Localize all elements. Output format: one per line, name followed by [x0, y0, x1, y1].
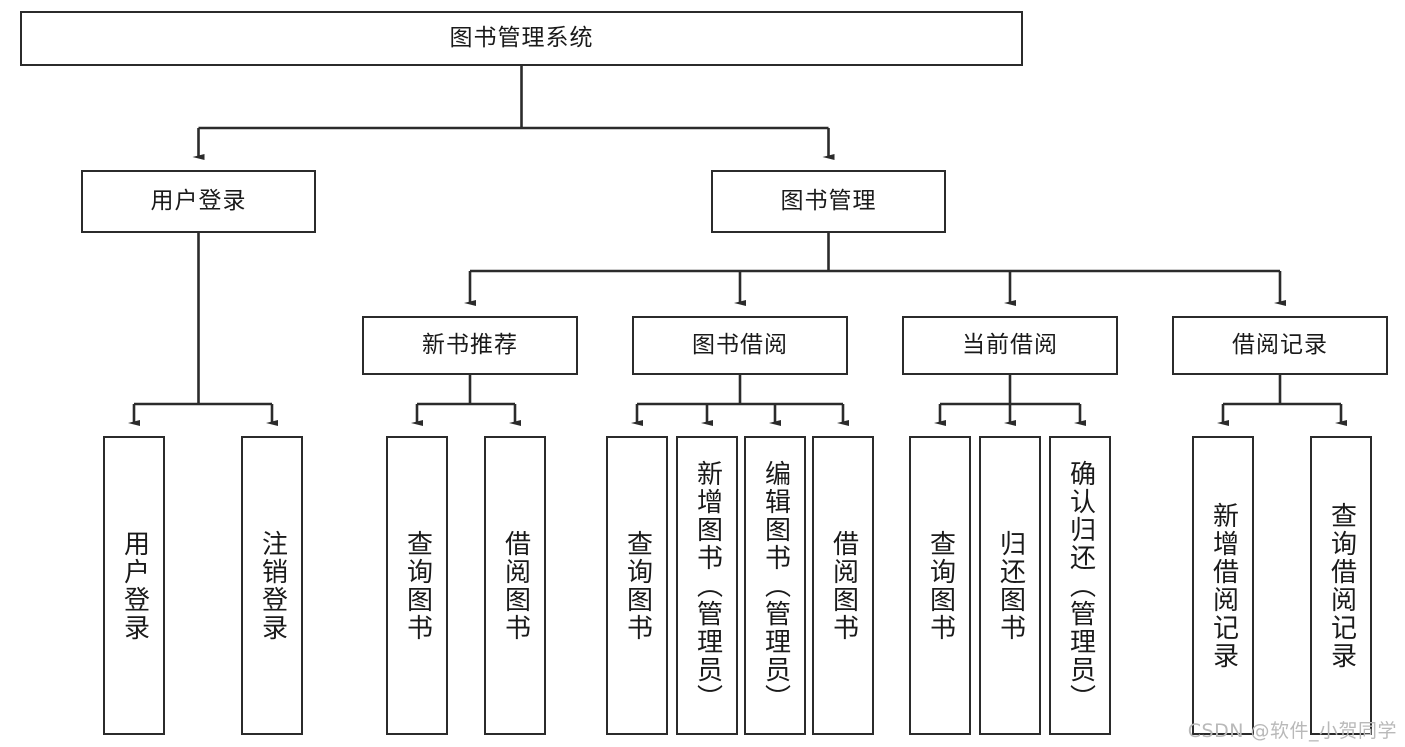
leaf-label: 查询借阅记录 [1326, 501, 1357, 670]
leaf-query-book-borrow[interactable]: 查询图书 [606, 436, 668, 735]
node-user-login[interactable]: 用户登录 [81, 170, 316, 233]
leaf-borrow-book-recommend[interactable]: 借阅图书 [484, 436, 546, 735]
node-label: 当前借阅 [962, 332, 1058, 358]
leaf-query-book-recommend[interactable]: 查询图书 [386, 436, 448, 735]
leaf-logout[interactable]: 注销登录 [241, 436, 303, 735]
node-root[interactable]: 图书管理系统 [20, 11, 1023, 66]
leaf-add-book-admin[interactable]: 新增图书（管理员） [676, 436, 738, 735]
leaf-label: 查询图书 [925, 529, 956, 642]
leaf-label: 注销登录 [257, 529, 288, 642]
leaf-query-book-current[interactable]: 查询图书 [909, 436, 971, 735]
leaf-label: 查询图书 [402, 529, 433, 642]
leaf-return-book[interactable]: 归还图书 [979, 436, 1041, 735]
node-label: 图书借阅 [692, 332, 788, 358]
leaf-label: 新增图书（管理员） [692, 459, 723, 712]
node-new-book-recommendation[interactable]: 新书推荐 [362, 316, 578, 375]
leaf-label: 归还图书 [995, 529, 1026, 642]
watermark: CSDN @软件_小贺同学 [1187, 720, 1397, 742]
leaf-edit-book-admin[interactable]: 编辑图书（管理员） [744, 436, 806, 735]
node-book-borrow[interactable]: 图书借阅 [632, 316, 848, 375]
leaf-label: 编辑图书（管理员） [760, 459, 791, 712]
leaf-label: 确认归还（管理员） [1065, 459, 1096, 712]
node-borrow-record[interactable]: 借阅记录 [1172, 316, 1388, 375]
leaf-user-login[interactable]: 用户登录 [103, 436, 165, 735]
leaf-borrow-book[interactable]: 借阅图书 [812, 436, 874, 735]
node-label: 图书管理 [780, 188, 877, 214]
leaf-label: 查询图书 [622, 529, 653, 642]
node-current-borrow[interactable]: 当前借阅 [902, 316, 1118, 375]
node-label: 图书管理系统 [449, 25, 594, 51]
leaf-label: 借阅图书 [500, 529, 531, 642]
node-label: 用户登录 [150, 188, 247, 214]
leaf-label: 借阅图书 [828, 529, 859, 642]
leaf-label: 新增借阅记录 [1208, 501, 1239, 670]
leaf-label: 用户登录 [119, 529, 150, 642]
node-book-management[interactable]: 图书管理 [711, 170, 946, 233]
node-label: 借阅记录 [1232, 332, 1328, 358]
leaf-add-borrow-record[interactable]: 新增借阅记录 [1192, 436, 1254, 735]
leaf-query-borrow-record[interactable]: 查询借阅记录 [1310, 436, 1372, 735]
node-label: 新书推荐 [422, 332, 518, 358]
leaf-confirm-return-admin[interactable]: 确认归还（管理员） [1049, 436, 1111, 735]
